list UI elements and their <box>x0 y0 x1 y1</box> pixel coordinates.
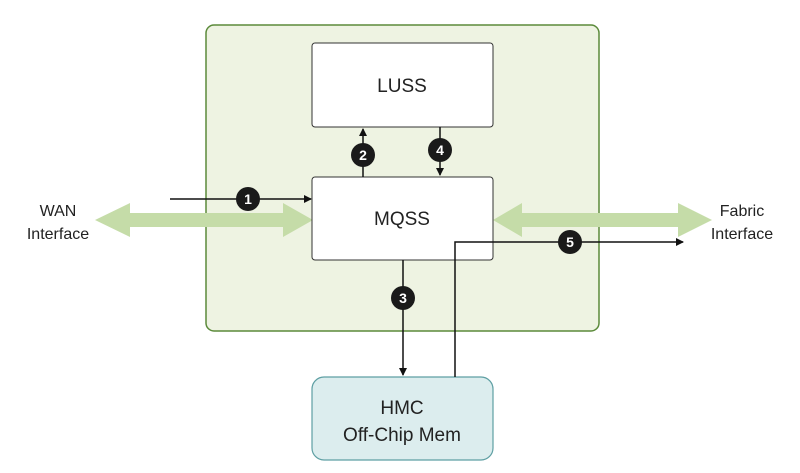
fabric-band-arrow <box>493 203 712 237</box>
hmc-label-line1: HMC <box>380 398 423 419</box>
step-badge-5: 5 <box>558 230 582 254</box>
step-badge-5-text: 5 <box>566 234 574 250</box>
hmc-block <box>311 376 494 461</box>
flow-line-5 <box>454 238 684 377</box>
luss-block <box>311 42 494 128</box>
wan-band-arrow <box>95 203 313 237</box>
step-badge-1: 1 <box>236 187 260 211</box>
step-badge-4-text: 4 <box>436 142 444 158</box>
wan-interface-label-line2: Interface <box>27 226 89 243</box>
step-badge-4: 4 <box>428 138 452 162</box>
step-badge-3-text: 3 <box>399 290 407 306</box>
fabric-interface-label-line1: Fabric <box>720 203 764 220</box>
step-badge-2-text: 2 <box>359 147 367 163</box>
step-badge-2: 2 <box>351 143 375 167</box>
mqss-label: MQSS <box>374 209 430 230</box>
step-badge-1-text: 1 <box>244 191 252 207</box>
step-badge-3: 3 <box>391 286 415 310</box>
fabric-interface-label-line2: Interface <box>711 226 773 243</box>
hmc-label-line2: Off-Chip Mem <box>343 425 461 446</box>
wan-interface-label-line1: WAN <box>40 203 77 220</box>
luss-label: LUSS <box>377 76 427 97</box>
